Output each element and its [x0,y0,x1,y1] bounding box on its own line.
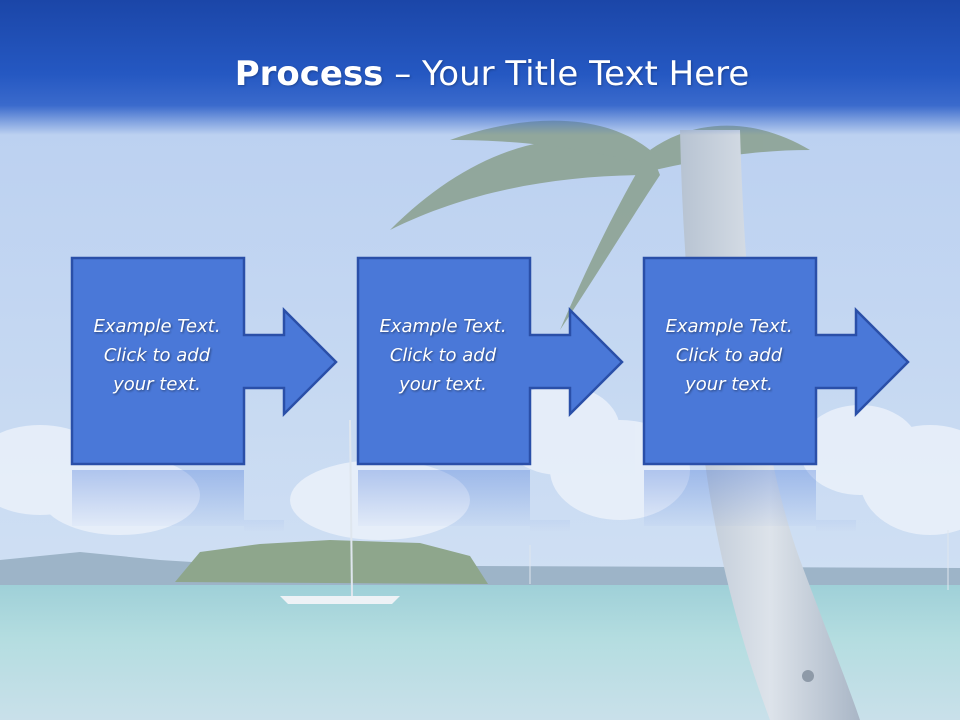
slide-title[interactable]: Process – Your Title Text Here [0,52,960,96]
header-band [0,0,960,135]
process-step-2-text[interactable]: Example Text. Click to add your text. [379,316,507,395]
title-bold-text: Process [234,54,384,94]
process-step-2[interactable]: Example Text. Click to add your text. [356,256,626,556]
process-step-3[interactable]: Example Text. Click to add your text. [642,256,912,556]
process-step-2-arrow-shape [356,256,624,532]
process-step-3-text[interactable]: Example Text. Click to add your text. [665,316,793,395]
process-step-1[interactable]: Example Text. Click to add your text. [70,256,340,556]
process-step-3-arrow-shape [642,256,910,532]
title-rest-text: – Your Title Text Here [383,54,750,94]
process-step-1-text[interactable]: Example Text. Click to add your text. [93,316,221,395]
process-step-1-arrow-shape [70,256,338,532]
